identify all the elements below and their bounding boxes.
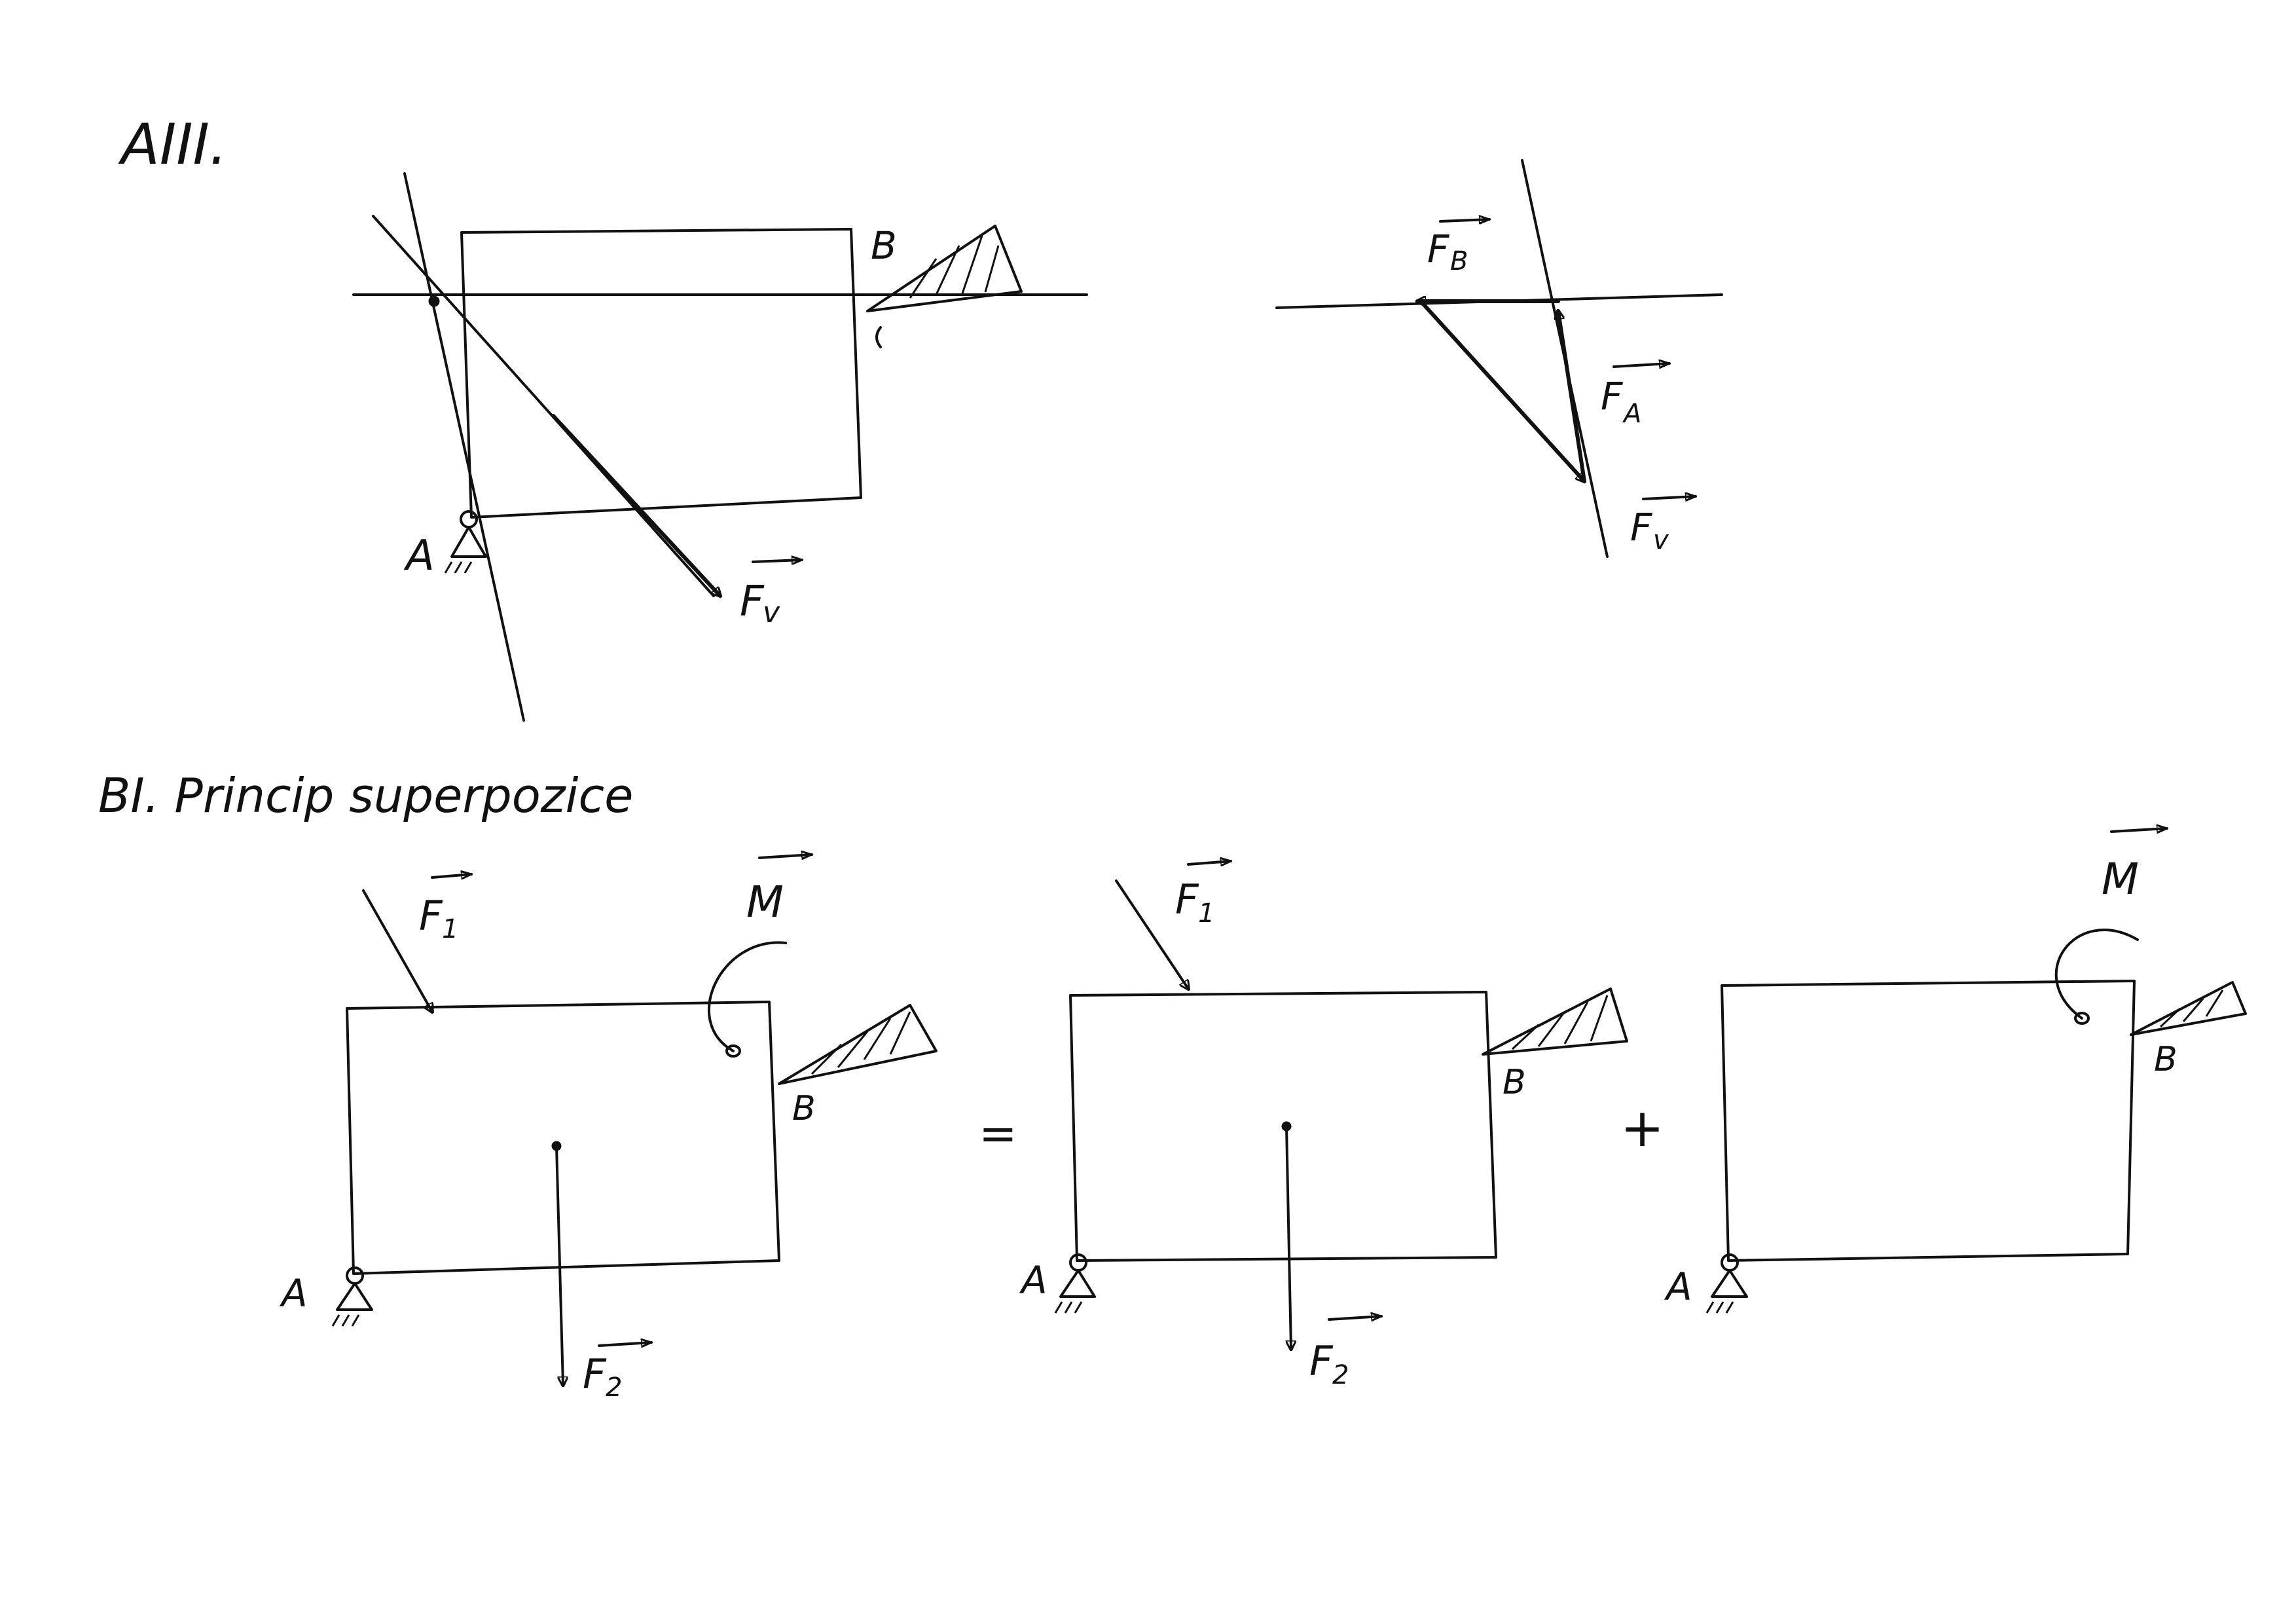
superposition-moment-only: A B M [1664,828,2247,1314]
force-f2-arrow-2 [1285,1125,1291,1349]
svg-text:F: F [583,1350,607,1398]
svg-text:F: F [1309,1337,1334,1385]
superposition-forces-only: A B F 1 F 2 [1019,861,1628,1390]
body-rectangle-1 [346,1001,780,1275]
svg-text:v: v [1653,525,1669,555]
svg-text:B: B [1450,246,1468,276]
section-b-heading: BI. Princip superpozice [98,768,633,823]
svg-text:1: 1 [1198,898,1214,929]
label-a-2: A [1019,1258,1048,1302]
svg-text:F: F [740,578,765,626]
svg-text:A: A [1622,399,1641,429]
f2-application-point [551,1141,562,1151]
svg-text:2: 2 [606,1373,622,1403]
svg-text:F: F [1601,374,1624,418]
equals-sign: = [979,1107,1017,1160]
label-a: A [403,532,435,580]
label-m-3: M [2102,828,2167,904]
section-a-heading: AIII. [118,112,227,177]
body-rectangle-3 [1721,980,2136,1262]
force-f1-arrow [362,889,432,1012]
force-f1-arrow-2 [1115,879,1188,989]
label-m-1: M [746,855,812,927]
label-fv-triangle: F v [1630,496,1696,555]
pin-support-a-1 [331,1266,373,1327]
label-b-1: B [792,1089,816,1128]
superposition-full-load: A B F 1 F 2 M [279,855,938,1403]
svg-text:1: 1 [442,914,458,944]
section-a-free-body: A B F v [352,172,1088,722]
svg-text:M: M [746,877,784,927]
label-f2-2: F 2 [1309,1316,1381,1390]
label-fb: F B [1427,219,1489,276]
section-a-force-triangle: F B F A F v [1275,159,1723,558]
svg-text:F: F [419,892,443,940]
reaction-line-a [403,172,525,722]
label-f2-1: F 2 [583,1342,651,1403]
intersection-point [428,295,440,307]
body-rectangle [460,228,862,519]
label-b: B [871,223,897,268]
force-f2-arrow [555,1145,563,1385]
moment-m-arrow [707,941,787,1052]
svg-text:F: F [1630,505,1653,549]
wedge-support-b-1 [778,1004,938,1085]
plus-sign: + [1620,1098,1664,1158]
label-fa: F A [1601,363,1669,429]
force-fa-arrow [1558,311,1586,483]
wedge-support-b-3 [2130,981,2247,1036]
label-a-1: A [279,1271,308,1316]
body-rectangle-2 [1069,991,1497,1262]
moment-m-arrow-3 [2054,929,2139,1020]
label-fv: F v [740,560,802,629]
label-a-3: A [1664,1264,1692,1309]
pin-support-a [444,510,487,574]
svg-text:F: F [1175,876,1199,923]
label-b-3: B [2154,1040,2178,1079]
svg-text:F: F [1427,227,1450,271]
svg-text:v: v [763,596,780,629]
wedge-support-b [866,225,1023,348]
label-f1-2: F 1 [1175,861,1231,929]
svg-text:M: M [2102,854,2139,904]
label-f1-1: F 1 [419,874,471,944]
pin-support-a-3 [1705,1253,1748,1314]
resultant-line [372,215,715,597]
label-b-2: B [1503,1063,1526,1102]
pin-support-a-2 [1054,1253,1096,1314]
wedge-support-b-2 [1482,987,1628,1056]
force-fv-arrow [1419,299,1584,481]
resultant-force-arrow [551,414,720,596]
svg-text:2: 2 [1332,1360,1349,1390]
